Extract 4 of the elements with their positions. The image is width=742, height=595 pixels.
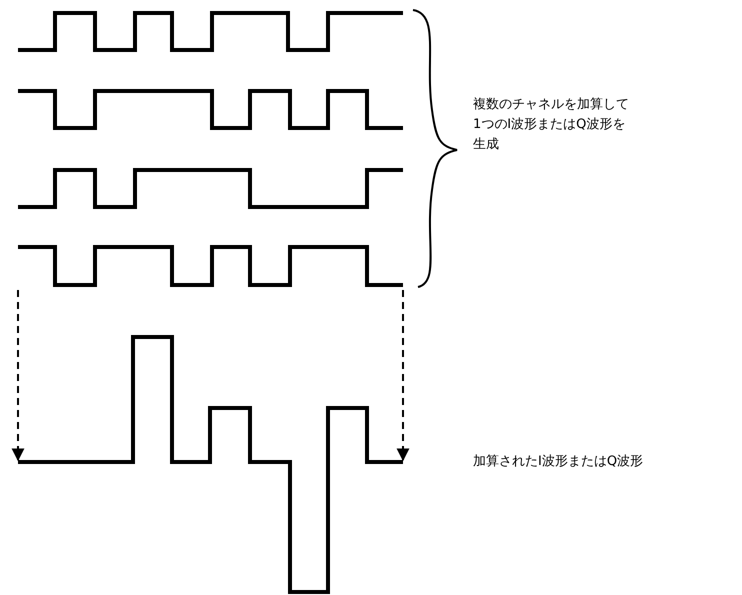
note-text: 複数のチャネルを加算して1つのI波形またはQ波形を生成	[473, 95, 633, 155]
dashed-arrow	[12, 290, 24, 462]
dashed-arrow	[396, 290, 410, 462]
note-text: 加算されたI波形またはQ波形	[473, 452, 644, 472]
